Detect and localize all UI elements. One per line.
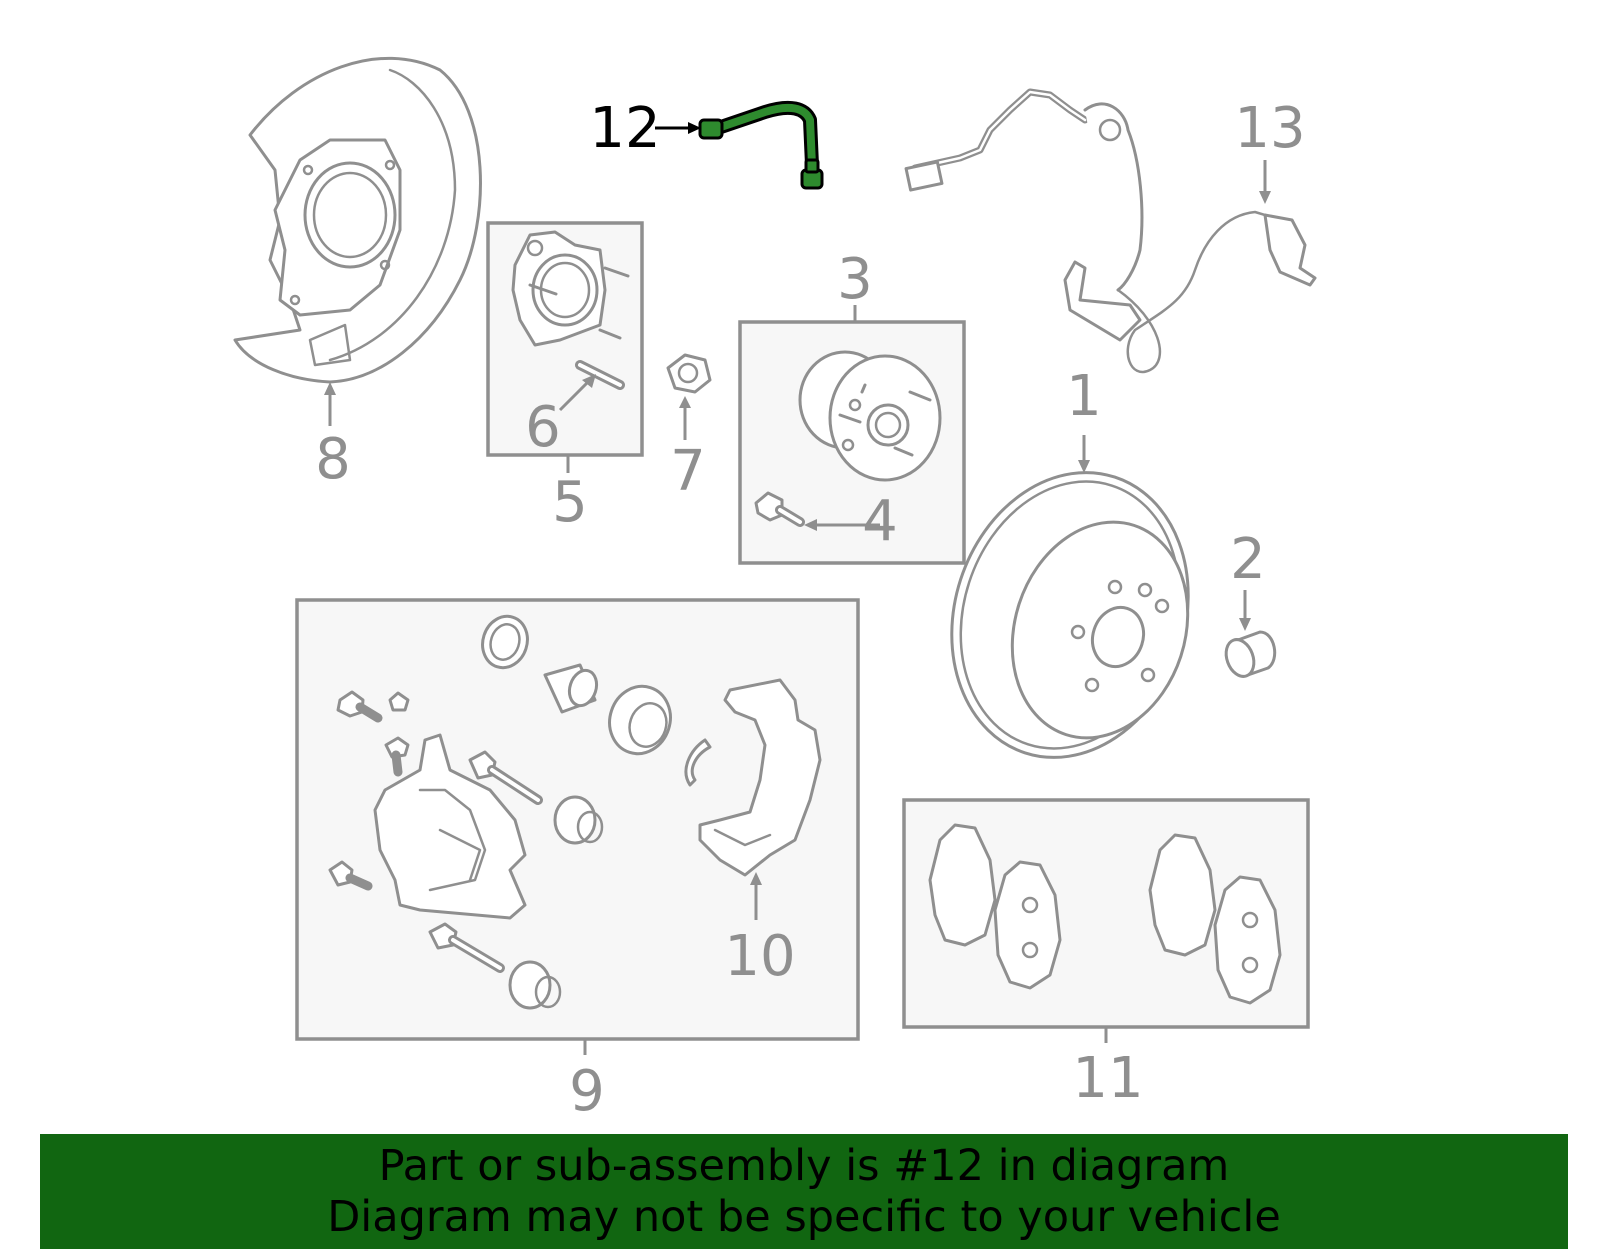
hub-bearing-part[interactable] <box>798 350 942 482</box>
callout-2: 2 <box>1230 527 1266 592</box>
plug-part[interactable] <box>1221 630 1277 680</box>
callout-4: 4 <box>862 489 898 554</box>
caliper-bracket-part[interactable] <box>698 678 822 877</box>
callout-9: 9 <box>569 1059 605 1124</box>
callout-8: 8 <box>315 427 351 492</box>
hub-bolt-part[interactable] <box>575 360 625 390</box>
brake-pad-set-part[interactable] <box>928 823 1282 1005</box>
leader-lines <box>324 122 1271 1055</box>
callout-7: 7 <box>670 439 706 504</box>
brake-rotor-part[interactable] <box>916 442 1224 789</box>
callout-1: 1 <box>1066 364 1102 429</box>
hub-mount-bolt-part[interactable] <box>754 491 805 527</box>
callout-6: 6 <box>525 395 561 460</box>
callout-3: 3 <box>837 247 873 312</box>
abs-sensor-part[interactable] <box>904 88 1317 374</box>
brake-hose-part[interactable] <box>698 100 824 190</box>
dust-shield-part[interactable] <box>233 56 482 384</box>
callout-12: 12 <box>589 96 660 161</box>
banner-part-note: Part or sub-assembly is #12 in diagram <box>378 1140 1230 1191</box>
lock-nut-part[interactable] <box>666 353 712 394</box>
callout-11: 11 <box>1072 1046 1143 1111</box>
knuckle-part[interactable] <box>511 230 630 347</box>
callout-13: 13 <box>1234 96 1305 161</box>
callout-5: 5 <box>552 470 588 535</box>
banner-disclaimer: Diagram may not be specific to your vehi… <box>327 1191 1281 1242</box>
callout-10: 10 <box>724 924 795 989</box>
info-banner: Part or sub-assembly is #12 in diagram D… <box>40 1134 1568 1249</box>
caliper-assembly-part[interactable] <box>328 610 712 1010</box>
